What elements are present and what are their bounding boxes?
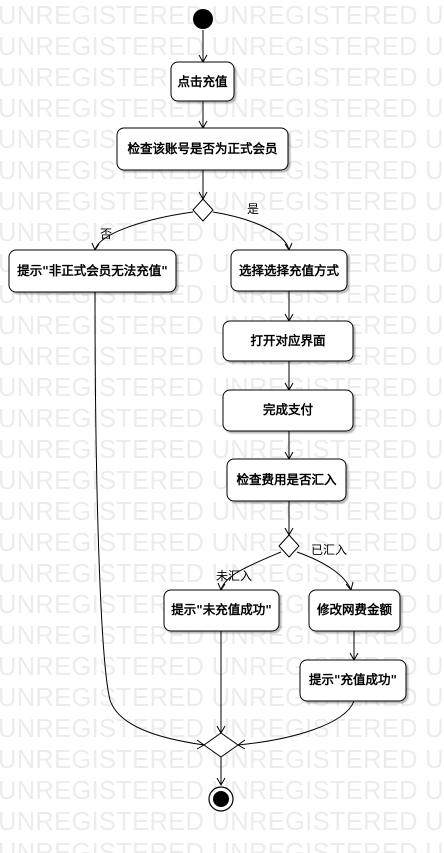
action-open-ui-label: 打开对应界面 [250,333,326,348]
action-check-member-label: 检查该账号是否为正式会员 [127,141,278,156]
merge-node [203,732,239,758]
decision-funds [278,534,300,558]
action-choose-method: 选择选择充值方式 [230,249,348,292]
edge-notmember-to-merge [94,291,205,746]
action-check-funds-label: 检查费用是否汇入 [236,472,337,487]
decision-member [192,198,214,222]
action-prompt-not-member-label: 提示"非正式会员无法充值" [17,263,168,278]
action-modify-fee-label: 修改网费金额 [316,602,393,617]
guard-not-received-label: 未汇入 [216,569,252,583]
start-node [193,9,213,29]
action-modify-fee: 修改网费金额 [308,589,401,632]
action-prompt-not-member: 提示"非正式会员无法充值" [8,249,177,293]
action-prompt-success-label: 提示"充值成功" [309,672,397,687]
action-click-recharge-label: 点击充值 [177,74,228,89]
guard-received-label: 已汇入 [311,543,347,557]
action-complete-payment-label: 完成支付 [263,402,314,417]
action-open-ui: 打开对应界面 [222,320,354,362]
edge-decision2-received [296,551,352,591]
edge-decision2-not-received [220,551,282,591]
action-check-funds: 检查费用是否汇入 [226,458,347,502]
edge-merge-to-end-arrow [216,777,226,787]
guard-yes-label: 是 [247,202,259,216]
action-click-recharge: 点击充值 [170,61,235,102]
action-choose-method-label: 选择选择充值方式 [239,263,340,278]
action-complete-payment: 完成支付 [222,389,354,432]
edge-decision-yes [212,211,290,251]
action-prompt-fail-label: 提示"未充值成功" [171,602,272,617]
action-prompt-fail: 提示"未充值成功" [163,589,280,632]
edges [91,30,359,787]
guard-no-label: 否 [100,227,112,241]
action-check-member: 检查该账号是否为正式会员 [116,127,289,171]
end-node [208,786,234,812]
edge-success-to-merge [237,700,355,746]
action-prompt-success: 提示"充值成功" [299,659,407,702]
